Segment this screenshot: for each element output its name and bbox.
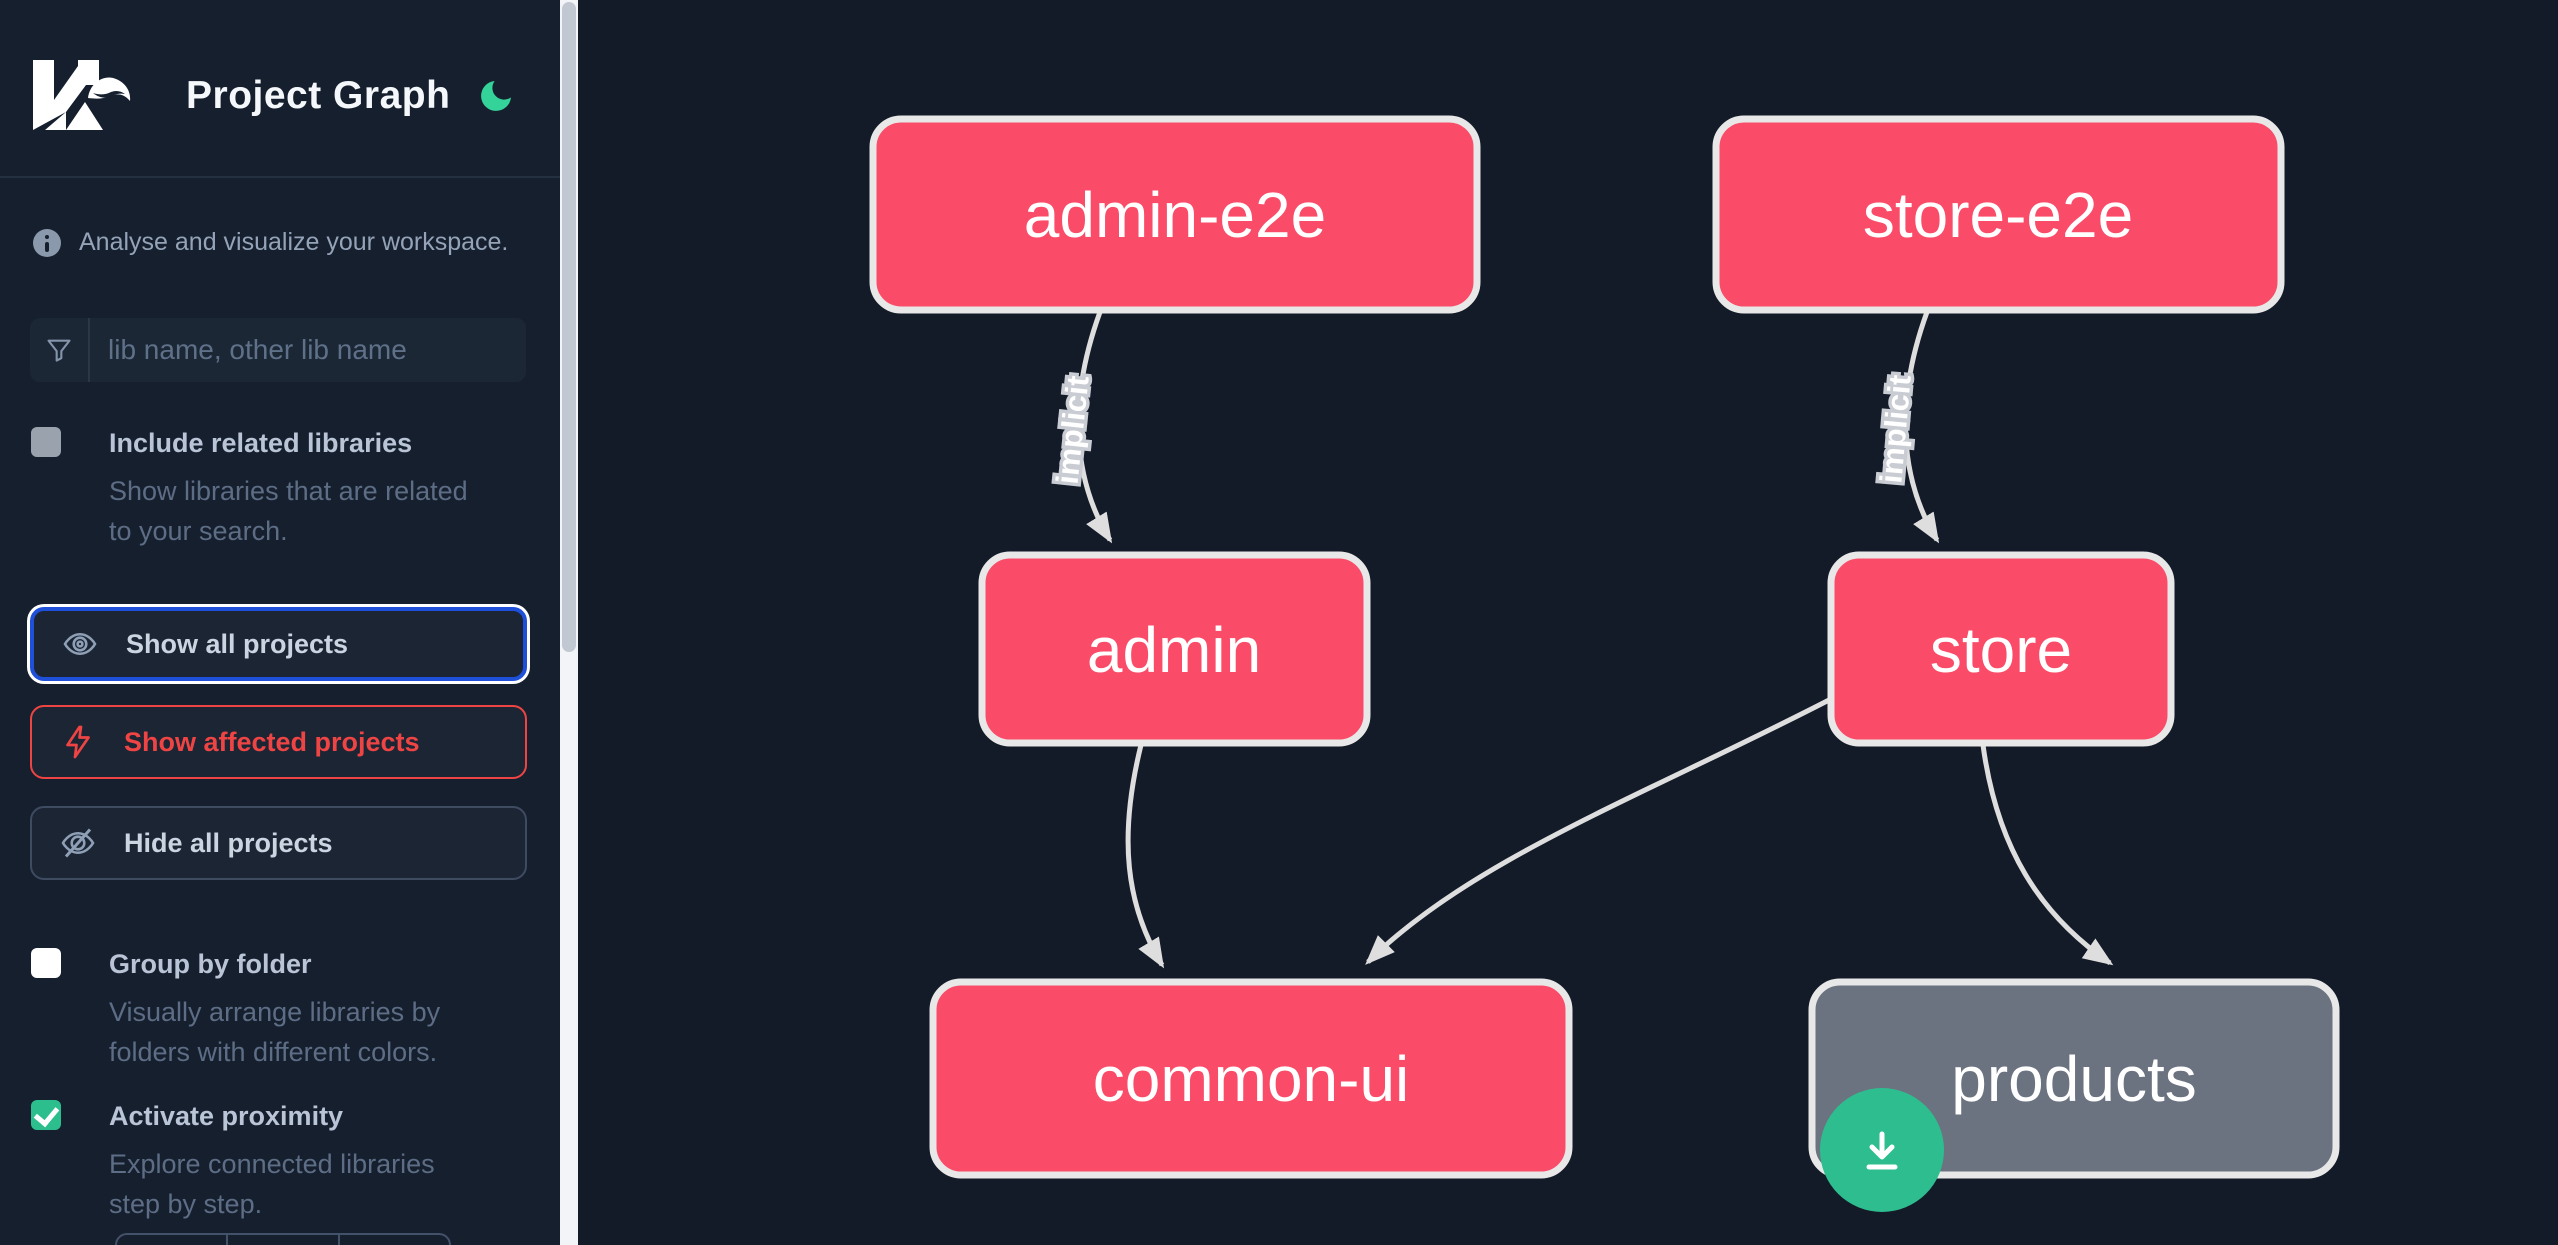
group-by-folder-label: Group by folder	[109, 949, 312, 979]
node-admin[interactable]	[978, 551, 1371, 747]
node-store[interactable]	[1827, 551, 2175, 747]
sidebar-header: Project Graph	[0, 0, 560, 178]
activate-proximity-description: Explore connected libraries step by step…	[109, 1149, 435, 1219]
sidebar: Project Graph Analyse and visualize your…	[0, 0, 560, 1245]
node-label-admin-e2e: admin-e2e	[1024, 179, 1326, 251]
funnel-icon	[30, 318, 90, 382]
show-all-projects-label: Show all projects	[126, 628, 349, 659]
show-all-projects-button[interactable]: Show all projects	[30, 607, 527, 681]
edge-store-common-ui[interactable]	[1365, 696, 1833, 965]
node-store-e2e[interactable]	[1712, 115, 2285, 314]
stepper-segment[interactable]	[228, 1235, 340, 1245]
show-affected-projects-button[interactable]: Show affected projects	[30, 705, 527, 779]
edge-store-e2e-store[interactable]	[1903, 311, 1940, 544]
node-label-store: store	[1930, 614, 2072, 686]
sidebar-scrollbar-track	[560, 0, 578, 1245]
node-common-ui[interactable]	[929, 978, 1573, 1179]
info-icon	[33, 228, 61, 257]
edge-store-products[interactable]	[1980, 744, 2114, 966]
workspace-info: Analyse and visualize your workspace.	[33, 228, 508, 257]
filter-box	[30, 318, 526, 382]
download-image-button[interactable]	[1820, 1088, 1944, 1212]
node-label-store-e2e: store-e2e	[1863, 179, 2133, 251]
project-graph-canvas[interactable]: implicit implicit admin-e2e store-e2e ad…	[578, 0, 2558, 1245]
info-text: Analyse and visualize your workspace.	[79, 228, 509, 256]
app-title: Project Graph	[186, 74, 451, 117]
hide-all-projects-button[interactable]: Hide all projects	[30, 806, 527, 880]
show-affected-projects-label: Show affected projects	[124, 726, 420, 757]
proximity-stepper-control[interactable]	[115, 1233, 451, 1245]
node-products[interactable]	[1808, 978, 2340, 1179]
stepper-segment[interactable]	[117, 1235, 229, 1245]
edge-label-implicit: implicit	[1049, 374, 1095, 486]
graph-svg: implicit implicit admin-e2e store-e2e ad…	[869, 115, 2340, 1179]
include-related-checkbox[interactable]	[31, 427, 61, 457]
activate-proximity-checkbox[interactable]	[31, 1100, 61, 1130]
edge-admin-e2e-admin[interactable]	[1076, 311, 1113, 544]
edge-label-implicit: implicit	[1873, 374, 1917, 485]
node-label-common-ui: common-ui	[1093, 1043, 1410, 1115]
node-label-products: products	[1951, 1043, 2196, 1115]
moon-icon[interactable]	[476, 76, 516, 116]
download-icon	[1866, 1131, 1898, 1170]
group-by-folder-checkbox[interactable]	[31, 948, 61, 978]
node-label-admin: admin	[1087, 614, 1261, 686]
group-by-folder-description: Visually arrange libraries by folders wi…	[109, 997, 441, 1067]
sidebar-scrollbar-thumb[interactable]	[562, 2, 576, 652]
bolt-icon	[66, 725, 90, 759]
nx-logo-icon	[33, 60, 131, 130]
activate-proximity-label: Activate proximity	[109, 1101, 344, 1131]
search-input[interactable]	[90, 318, 526, 382]
eye-off-icon	[61, 828, 95, 858]
hide-all-projects-label: Hide all projects	[124, 827, 333, 858]
edge-admin-common-ui[interactable]	[1125, 744, 1165, 969]
node-admin-e2e[interactable]	[869, 115, 1481, 314]
include-related-description: Show libraries that are related to your …	[109, 476, 468, 546]
stepper-segment[interactable]	[340, 1235, 449, 1245]
include-related-label: Include related libraries	[109, 428, 413, 458]
eye-icon	[63, 632, 97, 656]
